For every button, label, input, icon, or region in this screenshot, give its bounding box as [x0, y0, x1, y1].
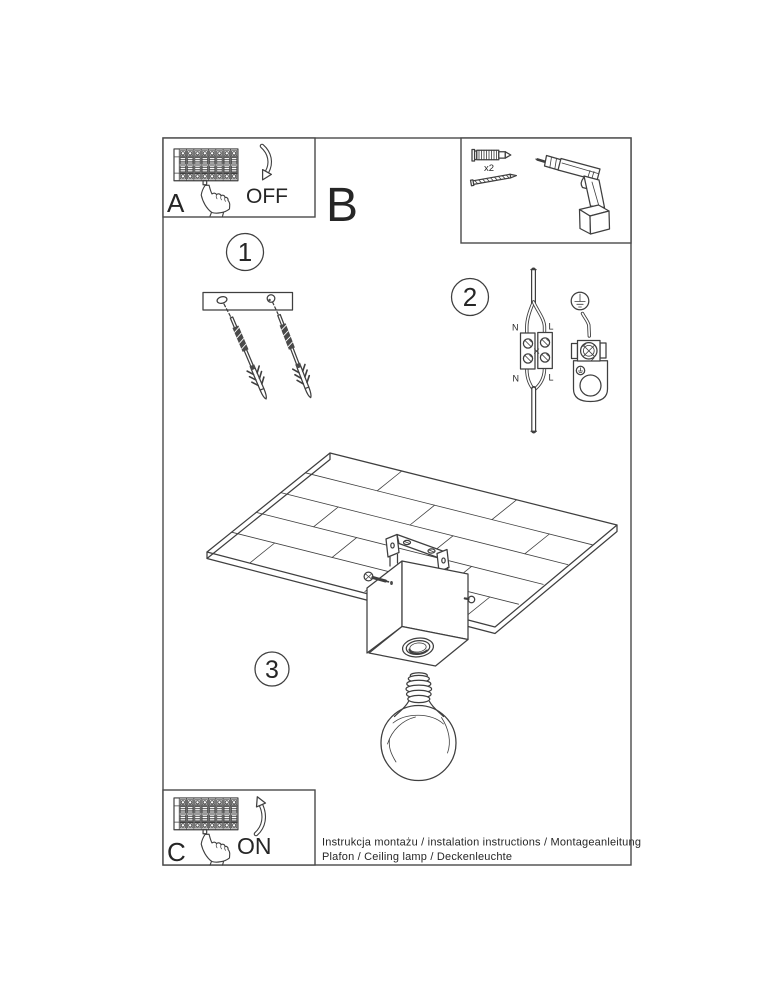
box-c-label: C	[167, 837, 186, 867]
light-bulb-icon	[380, 672, 457, 782]
step-3-number: 3	[265, 656, 279, 684]
footer: Instrukcja montażu / instalation instruc…	[322, 837, 641, 864]
step-2-badge: 2	[450, 277, 490, 317]
off-label: OFF	[246, 185, 288, 208]
anchor-quantity-label: x2	[484, 163, 494, 174]
screw-icon	[469, 173, 518, 187]
wire-n-top-label: N	[512, 323, 519, 333]
toolbox: x2	[460, 137, 632, 244]
supply-wires	[525, 267, 547, 434]
drill-icon	[535, 154, 611, 235]
step2-figure: 2 N L	[450, 267, 609, 434]
mounting-bar-icon	[202, 291, 294, 311]
box-c: ON C	[162, 789, 316, 867]
arrow-up-icon	[253, 796, 267, 837]
ceiling-lamp-figure: 3	[206, 452, 618, 782]
footer-line-2: Plafon / Ceiling lamp / Deckenleuchte	[322, 851, 512, 863]
wall-plug-icon	[471, 148, 512, 162]
lamp-base-icon	[363, 560, 476, 667]
wire-l-bottom-label: L	[549, 373, 554, 383]
leader-line	[271, 301, 279, 315]
step-3-badge: 3	[254, 651, 290, 687]
on-label: ON	[237, 833, 272, 859]
ground-symbol-icon	[570, 291, 590, 311]
wire-n-bottom-label: N	[513, 374, 520, 384]
leader-line	[223, 303, 232, 318]
terminal-block-icon	[519, 331, 553, 370]
step-1-badge: 1	[225, 232, 265, 272]
wire-l-top-label: L	[549, 322, 554, 332]
step-1-number: 1	[238, 237, 252, 267]
step1-figure: 1	[202, 232, 318, 403]
footer-line-1: Instrukcja montażu / instalation instruc…	[322, 837, 641, 849]
box-a-label: A	[167, 188, 185, 218]
box-b-label: B	[326, 179, 358, 232]
ground-clamp-icon	[570, 311, 609, 403]
step-2-number: 2	[463, 282, 477, 312]
arrow-down-icon	[259, 143, 273, 181]
box-a: OFF A	[162, 137, 316, 218]
mounting-bracket-icon	[385, 533, 450, 579]
